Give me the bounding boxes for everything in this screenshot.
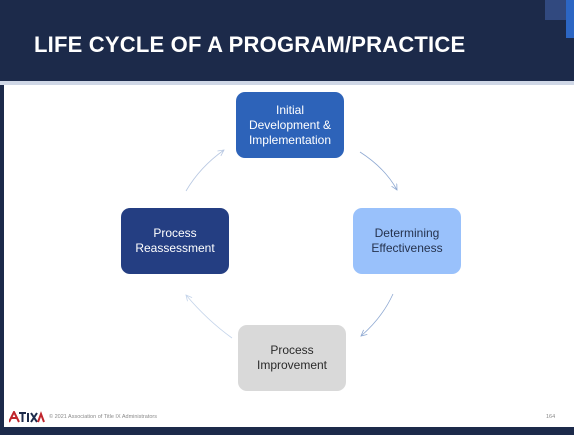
slide-header: LIFE CYCLE OF A PROGRAM/PRACTICE <box>0 0 574 81</box>
node-process-reassessment-label: Process Reassessment <box>135 226 215 255</box>
slide-title: LIFE CYCLE OF A PROGRAM/PRACTICE <box>34 32 466 57</box>
node-process-improvement: Process Improvement <box>238 325 346 391</box>
arrow-reassessment-to-initial <box>185 150 224 192</box>
corner-accent-light <box>566 0 574 38</box>
node-process-improvement-label: Process Improvement <box>256 343 328 372</box>
node-initial-development-label: Initial Development & Implementation <box>248 102 332 147</box>
arrow-effectiveness-to-improvement <box>361 293 394 336</box>
node-determining-effectiveness: Determining Effectiveness <box>353 208 461 274</box>
bottom-bar <box>0 427 574 435</box>
node-process-reassessment: Process Reassessment <box>121 208 229 274</box>
page-number: 164 <box>546 414 556 420</box>
arrow-initial-to-effectiveness <box>359 151 397 190</box>
header-underline <box>0 81 574 85</box>
left-border <box>0 85 4 435</box>
footer-copyright: © 2021 Association of Title IX Administr… <box>49 414 157 420</box>
node-initial-development: Initial Development & Implementation <box>236 92 344 158</box>
atixa-logo <box>9 411 45 423</box>
node-determining-effectiveness-label: Determining Effectiveness <box>371 226 443 255</box>
arrow-improvement-to-reassessment <box>186 295 233 339</box>
